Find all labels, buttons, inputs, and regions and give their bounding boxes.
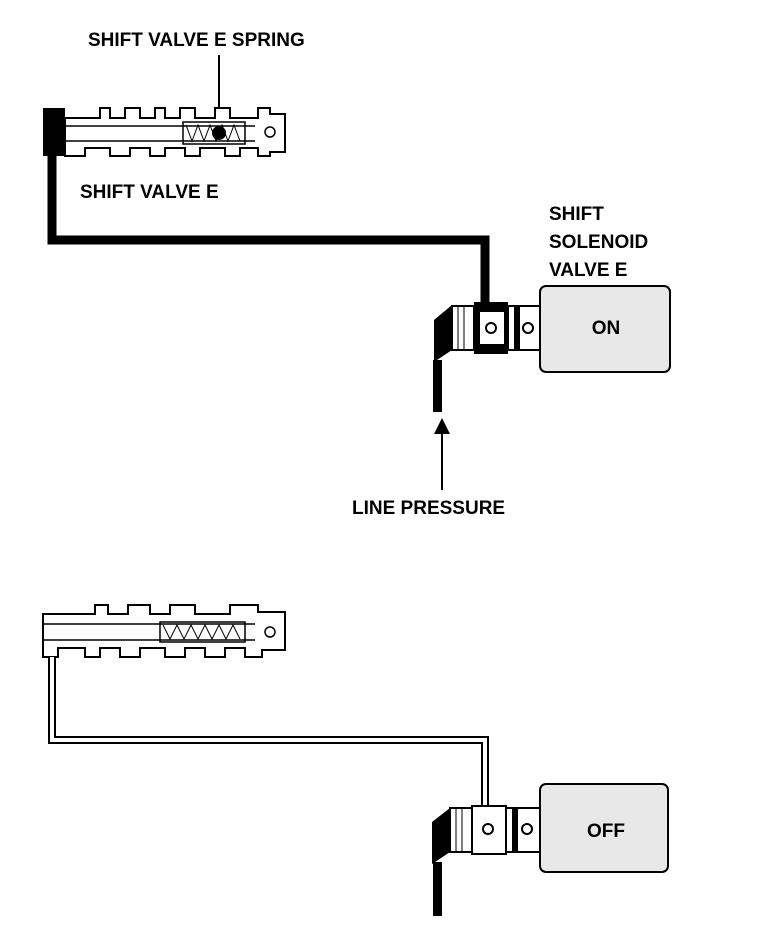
collar-hole-off	[521, 823, 533, 835]
collar-band-off	[512, 808, 518, 852]
solenoid-state-off: OFF	[587, 821, 625, 842]
line-pressure-label: LINE PRESSURE	[352, 498, 505, 519]
collar-hole	[522, 322, 534, 334]
valve-port-hole-off	[482, 823, 494, 835]
solenoid-label-line-3: VALVE E	[549, 260, 627, 281]
top-diagram: SHIFT VALVE E SPRING SHIFT VALVE E SHIFT…	[43, 30, 671, 519]
spring-chamber-off	[159, 621, 246, 643]
drained-passage-outline	[48, 657, 489, 808]
drained-passage-interior	[50, 657, 487, 808]
pressurized-fluid-passage	[47, 156, 490, 305]
shift-valve-e-off	[42, 604, 286, 658]
valve-bore-outline	[64, 107, 286, 157]
solenoid-body-off	[539, 783, 669, 873]
valve-port-hole	[485, 322, 497, 334]
valve-end-plug-off	[264, 626, 276, 638]
valve-end-plug	[264, 126, 276, 138]
spring-chamber	[182, 121, 246, 145]
shift-valve-e-spring-label: SHIFT VALVE E SPRING	[88, 30, 305, 51]
bottom-diagram: OFF	[42, 604, 669, 916]
line-pressure-arrowhead	[434, 418, 450, 434]
line-pressure-pipe-off	[433, 862, 442, 916]
valve-spring-off	[162, 623, 241, 641]
solenoid-state-on: ON	[592, 318, 621, 339]
inlet-nozzle	[451, 305, 475, 351]
inlet-nozzle-off	[449, 807, 473, 853]
valve-end-cap	[43, 108, 65, 156]
inlet-fitting	[434, 305, 452, 362]
solenoid-label-line-2: SOLENOID	[549, 232, 648, 253]
shift-valve-e	[43, 107, 286, 157]
solenoid-body	[539, 285, 671, 373]
collar-band	[514, 306, 520, 350]
shift-valve-e-label: SHIFT VALVE E	[80, 182, 219, 203]
inlet-fitting-off	[432, 808, 450, 864]
shift-solenoid-valve-e-off: OFF	[432, 783, 669, 873]
spring-ball	[212, 126, 226, 140]
valve-bore-outline-off	[42, 604, 286, 658]
line-pressure-pipe	[433, 360, 442, 412]
shift-solenoid-valve-e-on: ON	[434, 285, 671, 373]
solenoid-label-line-1: SHIFT	[549, 204, 604, 225]
